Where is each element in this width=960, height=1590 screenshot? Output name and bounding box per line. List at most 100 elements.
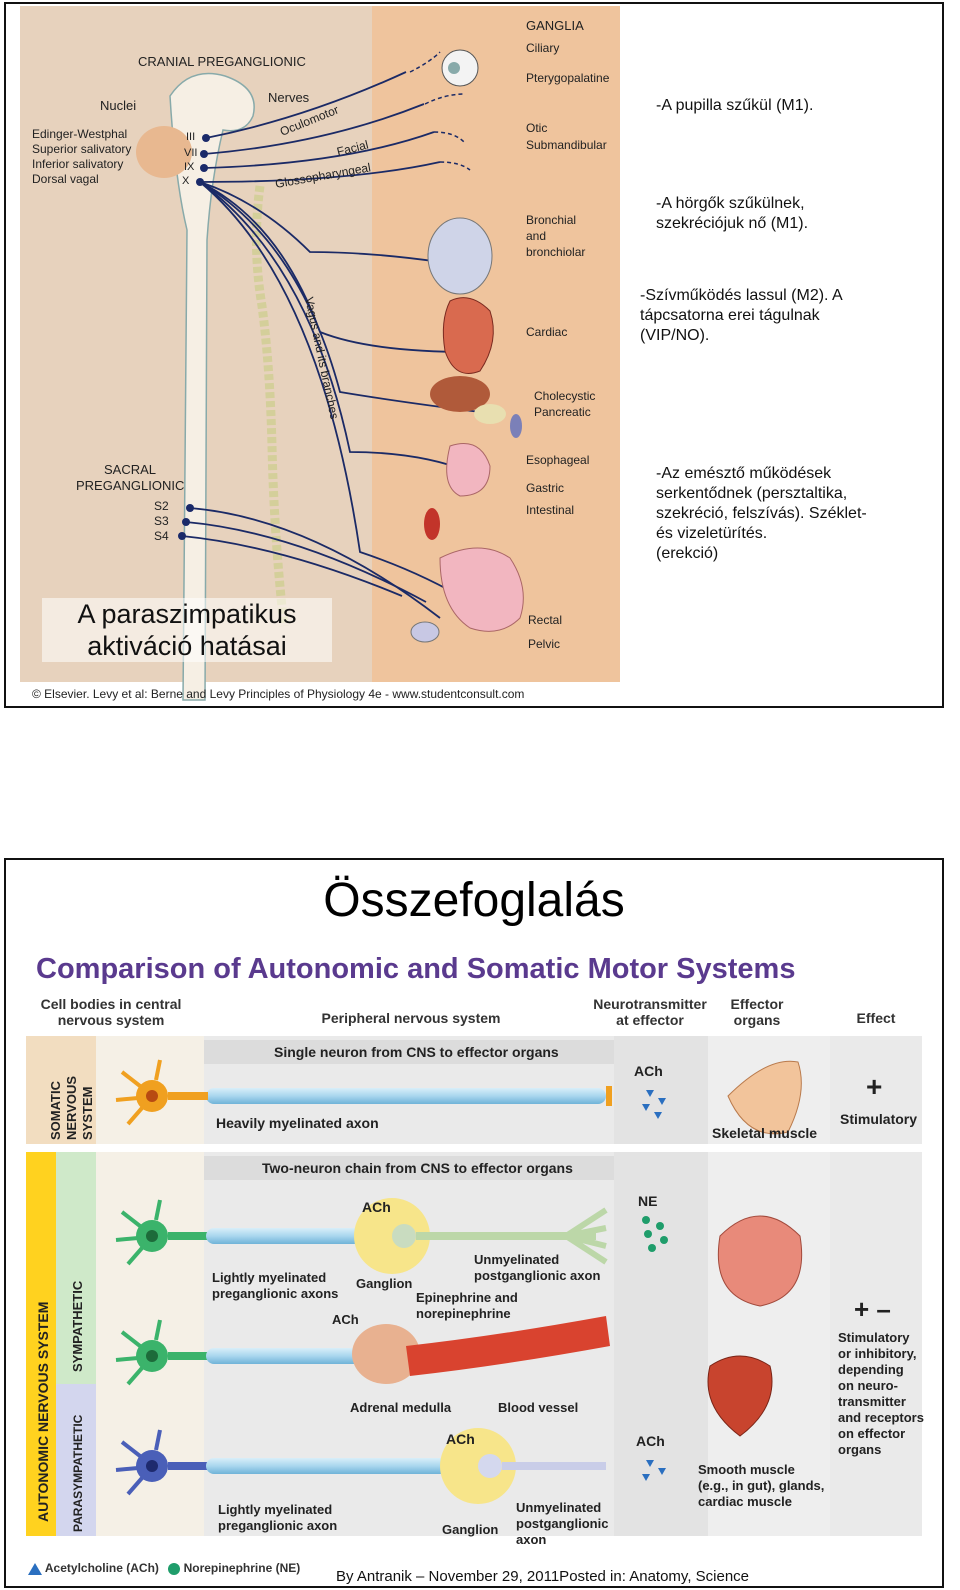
sympathetic-nt: NE [638,1193,657,1209]
organ-label: Pancreatic [534,405,591,419]
ganglion-label: Ciliary [526,41,559,55]
note-heart: -Szívműködés lassul (M2). A tápcsatorna … [640,286,843,346]
sympathetic-ganglion: Ganglion [356,1276,412,1291]
figure-credit: © Elsevier. Levy et al: Berne and Levy P… [32,687,524,701]
overlay-title: A paraszimpatikus aktiváció hatásai [42,598,332,662]
slide-1: CRANIAL PREGANGLIONIC Nuclei Nerves Edin… [4,2,944,708]
sympathetic-ach-2: ACh [332,1312,359,1327]
nucleus-label: Inferior salivatory [32,157,123,171]
autonomic-label: AUTONOMIC NERVOUS SYSTEM [35,1302,51,1522]
somatic-label: SOMATIC [48,1080,63,1140]
cranial-title: CRANIAL PREGANGLIONIC [138,54,306,69]
blood-vessel-icon [406,1316,610,1376]
organ-label: Intestinal [526,503,574,517]
note-line: tápcsatorna erei tágulnak [640,307,820,324]
note-line: -A hörgők szűkülnek, [656,195,805,212]
note-line: -Szívműködés lassul (M2). A [640,287,843,304]
header-cns: Cell bodies in central nervous system [26,996,196,1028]
header-pns: Peripheral nervous system [321,1010,501,1026]
autonomic-effect: on effector [838,1426,905,1441]
legend: Acetylcholine (ACh) Norepinephrine (NE) [28,1560,300,1576]
byline: By Antranik – November 29, 2011Posted in… [336,1568,750,1586]
organ-label: Gastric [526,481,564,495]
somatic-effect-symbol: + [866,1071,882,1102]
parasympathetic-post-axon: Unmyelinated [516,1500,601,1515]
note-line: és vizeletürítés. [656,525,768,542]
sympathetic-pre-axon: Lightly myelinated [212,1270,326,1285]
autonomic-effect: transmitter [838,1394,906,1409]
autonomic-effect: on neuro- [838,1378,898,1393]
sympathetic-post-axon: Unmyelinated [474,1252,559,1267]
sympathetic-neuron [115,1316,610,1386]
nucleus-label: Dorsal vagal [32,172,99,186]
parasympathetic-post-axon: axon [516,1532,546,1547]
somatic-nt: ACh [634,1063,663,1079]
note-line: -Az emésztő működések [656,465,832,482]
organ-label: Bronchial [526,213,576,227]
intestine-icon [439,547,524,632]
lungs-icon [427,217,493,295]
parasympathetic-nt: ACh [636,1433,665,1449]
autonomic-effect-symbol: + – [854,1294,891,1324]
header-effect: Effect [856,1010,896,1026]
ganglia-title: GANGLIA [526,18,584,33]
gut-icon [717,1215,803,1307]
epinephrine-label: norepinephrine [416,1306,511,1321]
sacral-title: SACRAL [104,462,156,477]
note-digestion: -Az emésztő működések serkentődnek (pers… [656,464,867,564]
autonomic-effect: depending [838,1362,904,1377]
somatic-organ: Skeletal muscle [712,1125,817,1141]
header-line: Neurotransmitter [593,996,707,1012]
overlay-title-line: aktiváció hatásai [87,631,287,661]
note-line: serkentődnek (persztaltika, [656,485,848,502]
header-line: organs [733,1012,781,1028]
sacral-title: PREGANGLIONIC [76,478,184,493]
sympathetic-label: SYMPATHETIC [70,1280,85,1372]
nucleus-label: Superior salivatory [32,142,131,156]
skeletal-muscle-icon [727,1060,802,1135]
nuclei-title: Nuclei [100,98,136,113]
organ-label: and [526,229,546,243]
ganglion-label: Submandibular [526,138,607,152]
parasympathetic-ganglion: Ganglion [442,1522,498,1537]
smooth-muscle-label: (e.g., in gut), glands, [698,1478,824,1493]
header-line: Cell bodies in central [40,996,182,1012]
spinal-chain [251,185,289,627]
header-neurotransmitter: Neurotransmitter at effector [580,996,720,1028]
smooth-muscle-label: cardiac muscle [698,1494,792,1509]
autonomic-effect: Stimulatory [838,1330,910,1345]
sacral-segment: S2 [154,499,169,513]
organ-label: Cholecystic [534,389,595,403]
nuclei-blob [136,126,192,178]
somatic-label: SYSTEM [80,1087,95,1140]
adrenal-medulla-icon [352,1324,420,1384]
numeral-label: X [182,175,190,187]
parasympathetic-pre-axon: Lightly myelinated [218,1502,332,1517]
ach-icon [28,1562,42,1575]
ne-icon [168,1562,181,1575]
autonomic-banner: Two-neuron chain from CNS to effector or… [262,1160,573,1176]
somatic-neuron [115,1059,612,1126]
nerves-title: Nerves [268,90,310,105]
parasympathetic-ach: ACh [446,1431,475,1447]
header-line: at effector [616,1012,684,1028]
somatic-label: NERVOUS [64,1076,79,1140]
parasympathetic-pre-axon: preganglionic axon [218,1518,337,1533]
parasympathetic-diagram: CRANIAL PREGANGLIONIC Nuclei Nerves Edin… [20,6,620,701]
ganglion-label: Pterygopalatine [526,71,610,85]
ganglion-label: Otic [526,121,547,135]
stomach-icon [446,443,491,497]
smooth-muscle-label: Smooth muscle [698,1462,795,1477]
organ-label: Rectal [528,613,562,627]
header-effector-organs: Effector organs [712,996,802,1028]
parasympathetic-label: PARASYMPATHETIC [71,1414,85,1532]
slide-2: Összefoglalás Comparison of Autonomic an… [4,858,944,1588]
numeral-label: VII [184,147,197,159]
numeral-label: III [186,131,195,143]
organ-label: Pelvic [528,637,560,651]
note-bronchi: -A hörgők szűkülnek, szekréciójuk nő (M1… [656,194,808,234]
legend-ach: Acetylcholine (ACh) [44,1561,159,1575]
nucleus-label: Edinger-Westphal [32,127,127,141]
somatic-banner: Single neuron from CNS to effector organ… [274,1044,559,1060]
sacral-segment: S3 [154,514,169,528]
